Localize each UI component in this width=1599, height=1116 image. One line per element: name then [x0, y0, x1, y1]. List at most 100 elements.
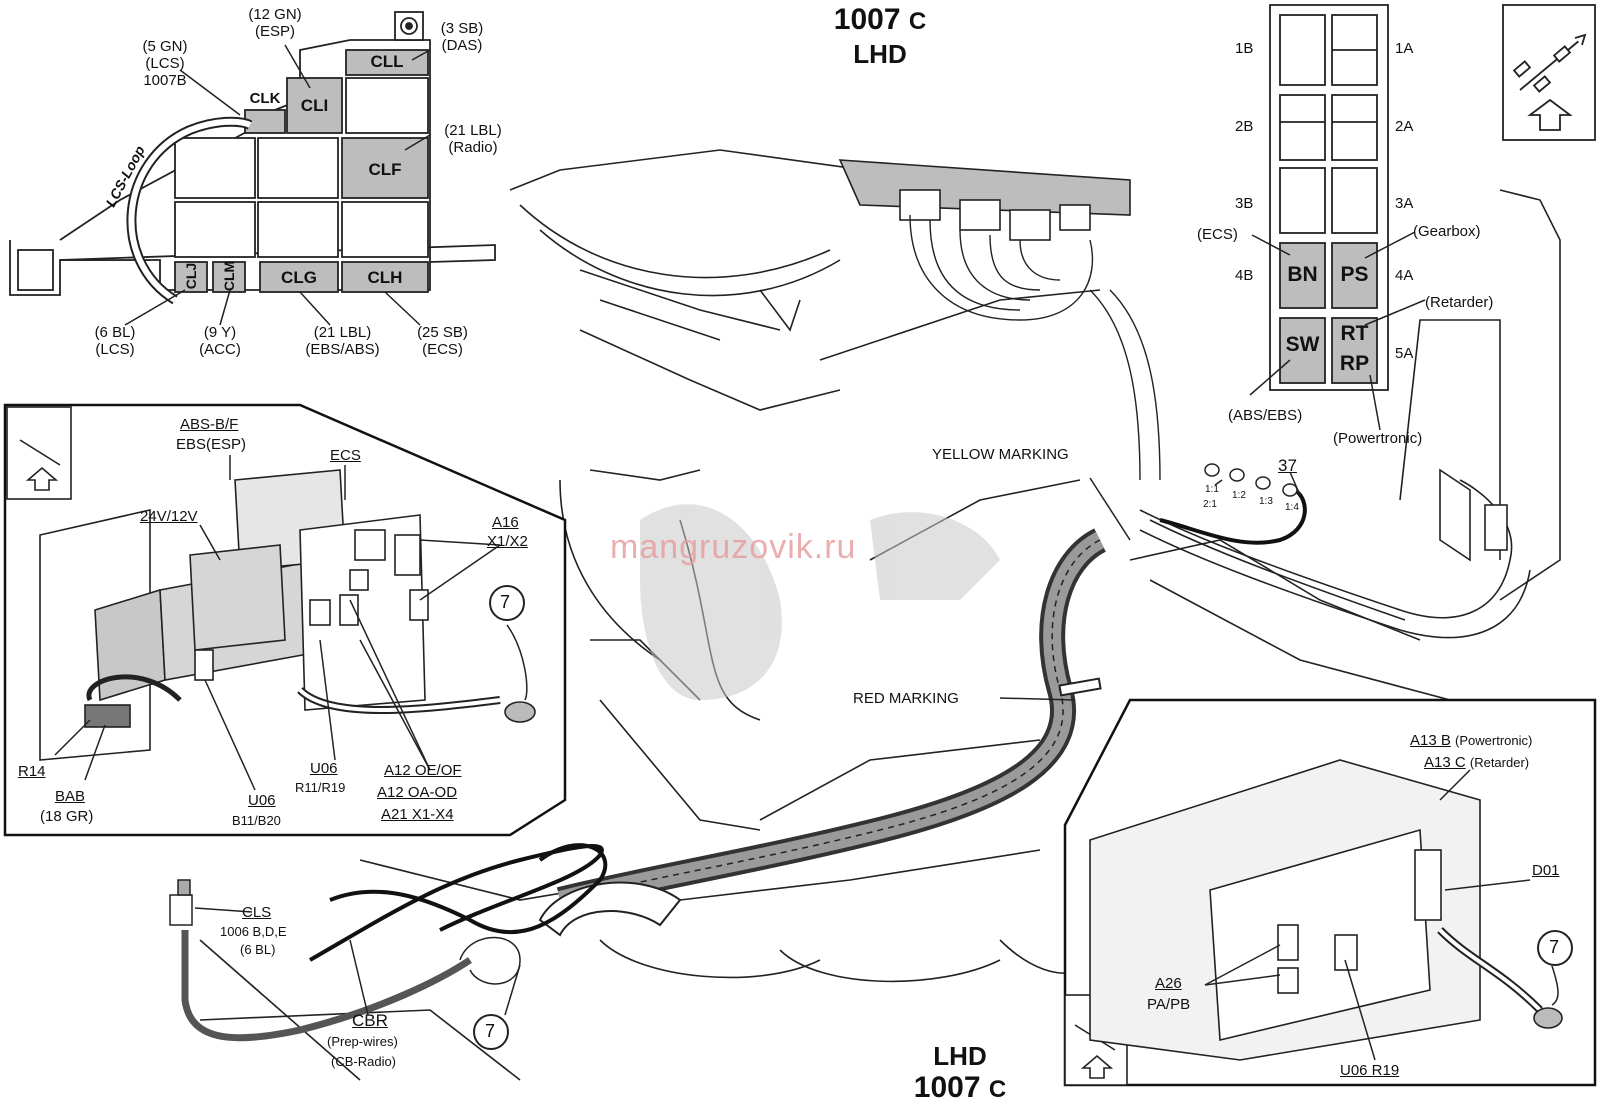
- ratio-1-4: 1:4: [1285, 502, 1299, 513]
- callout-acc-9y: (9 Y) (ACC): [185, 324, 255, 358]
- ratio-1-1: 1:1: [1205, 484, 1219, 495]
- row-4a: 4A: [1395, 267, 1414, 284]
- harness-clamp-bottom: [538, 881, 682, 937]
- main-ref-7: 7: [485, 1021, 496, 1041]
- cls-cable: [181, 930, 472, 1042]
- orientation-icon: [1502, 4, 1596, 141]
- callout-line: 1007B: [143, 72, 187, 89]
- connector-37-wire: [1159, 488, 1307, 545]
- label-ebs-esp: EBS(ESP): [176, 436, 247, 453]
- callout-line: (DAS): [441, 37, 483, 54]
- relay-rt: RT: [1340, 322, 1369, 345]
- callout-line: (LCS): [145, 55, 185, 72]
- row-3b: 3B: [1235, 195, 1254, 212]
- label-18gr: (18 GR): [40, 808, 94, 825]
- label-r14: R14: [18, 763, 46, 780]
- left-inset-circle: [489, 585, 525, 621]
- a13c-line: A13 C (Retarder): [1424, 754, 1529, 771]
- ratio-1-2: 1:2: [1232, 490, 1246, 501]
- a26-sub: PA/PB: [1147, 996, 1191, 1013]
- callout-lcs-5gn: (5 GN) (LCS) 1007B: [125, 38, 205, 89]
- row-3a: 3A: [1395, 195, 1414, 212]
- row-2b: 2B: [1235, 118, 1254, 135]
- fuse-panel-drawing: [9, 11, 496, 305]
- a13b-line: A13 B (Powertronic): [1410, 732, 1532, 749]
- cbr-label: CBR: [352, 1011, 388, 1030]
- label-ecs: ECS: [330, 447, 361, 464]
- a13c-note: (Retarder): [1469, 755, 1530, 770]
- fuse-clf: CLF: [368, 160, 402, 179]
- relay-sw: SW: [1285, 333, 1320, 356]
- callout-line: (5 GN): [142, 38, 188, 55]
- row-5a: 5A: [1395, 345, 1414, 362]
- row-1a: 1A: [1395, 40, 1414, 57]
- cls-sub: 1006 B,D,E: [220, 924, 287, 939]
- a13b: A13 B: [1410, 732, 1451, 749]
- title-bottom-side: LHD: [933, 1041, 987, 1071]
- callout-esp-12gn: (12 GN) (ESP): [235, 6, 315, 40]
- a13c: A13 C: [1424, 754, 1466, 771]
- fuse-cll: CLL: [370, 52, 404, 71]
- callout-line: (ESP): [254, 23, 295, 40]
- right-inset-leaders: [1204, 769, 1559, 1061]
- right-inset-components: [1089, 759, 1563, 1061]
- fuse-clh: CLH: [367, 268, 403, 287]
- cls-color: (6 BL): [240, 942, 276, 957]
- callout-line: (25 SB): [417, 324, 468, 341]
- cls-connector: [169, 879, 193, 926]
- d01-label: D01: [1532, 862, 1560, 879]
- label-a12-oa-od: A12 OA-OD: [377, 784, 458, 801]
- left-inset-icon: [6, 406, 72, 500]
- relay-callout-powertronic: (Powertronic): [1333, 430, 1423, 447]
- cbr-radio: (CB-Radio): [331, 1054, 397, 1069]
- callout-ebs-21lbl: (21 LBL) (EBS/ABS): [295, 324, 390, 358]
- ratio-2-1: 2:1: [1203, 499, 1217, 510]
- fuse-panel-leader-lines: [124, 44, 431, 326]
- label-bab: BAB: [55, 788, 86, 805]
- title-bottom-number: 1007: [913, 1071, 981, 1104]
- fuse-clm: CLM: [221, 260, 237, 292]
- relay-panel-leader-lines: [1249, 231, 1426, 431]
- label-24v-12v: 24V/12V: [140, 508, 198, 525]
- label-u06-r11: U06: [310, 760, 338, 777]
- title-bottom-suffix: C: [988, 1076, 1007, 1103]
- label-abs-bf: ABS-B/F: [180, 416, 239, 433]
- relay-rp: RP: [1339, 352, 1370, 375]
- main-circle: [473, 1014, 509, 1050]
- ratio-1-3: 1:3: [1259, 496, 1273, 507]
- row-4b: 4B: [1235, 267, 1254, 284]
- callout-das-3sb: (3 SB) (DAS): [432, 20, 492, 54]
- a26-label: A26: [1155, 975, 1182, 992]
- cls-label: CLS: [242, 904, 272, 921]
- callout-line: (Radio): [448, 139, 498, 156]
- callout-line: (6 BL): [94, 324, 136, 341]
- label-b11-b20: B11/B20: [232, 813, 281, 828]
- title-top-suffix: C: [908, 8, 927, 35]
- relay-callout-gearbox: (Gearbox): [1413, 223, 1481, 240]
- left-inset-leaders: [54, 455, 528, 791]
- relay-callout-retarder: (Retarder): [1425, 294, 1494, 311]
- label-a16: A16: [492, 514, 519, 531]
- callout-lcs-6bl: (6 BL) (LCS): [80, 324, 150, 358]
- fuse-clg: CLG: [281, 268, 317, 287]
- a13b-note: (Powertronic): [1455, 733, 1533, 748]
- fuse-cli: CLI: [300, 96, 329, 115]
- ref-37: 37: [1278, 456, 1297, 475]
- relay-callout-absebs: (ABS/EBS): [1228, 407, 1303, 424]
- title-top-number: 1007: [833, 3, 901, 36]
- harness-end-loop: [459, 936, 521, 985]
- relay-ps: PS: [1340, 263, 1369, 286]
- main-leaders: [194, 471, 1301, 1016]
- callout-line: (21 LBL): [444, 122, 502, 139]
- fuse-clk: CLK: [249, 90, 281, 107]
- callout-line: (3 SB): [440, 20, 484, 37]
- left-inset-ref-7: 7: [500, 592, 511, 612]
- cbr-prep: (Prep-wires): [327, 1034, 398, 1049]
- harness-clamp-red: [1058, 677, 1102, 697]
- cb-radio-wires: [309, 843, 608, 962]
- callout-line: (21 LBL): [313, 324, 372, 341]
- relay-callout-ecs: (ECS): [1197, 226, 1238, 243]
- row-2a: 2A: [1395, 118, 1414, 135]
- title-bottom: LHD 1007 C: [860, 1040, 1060, 1106]
